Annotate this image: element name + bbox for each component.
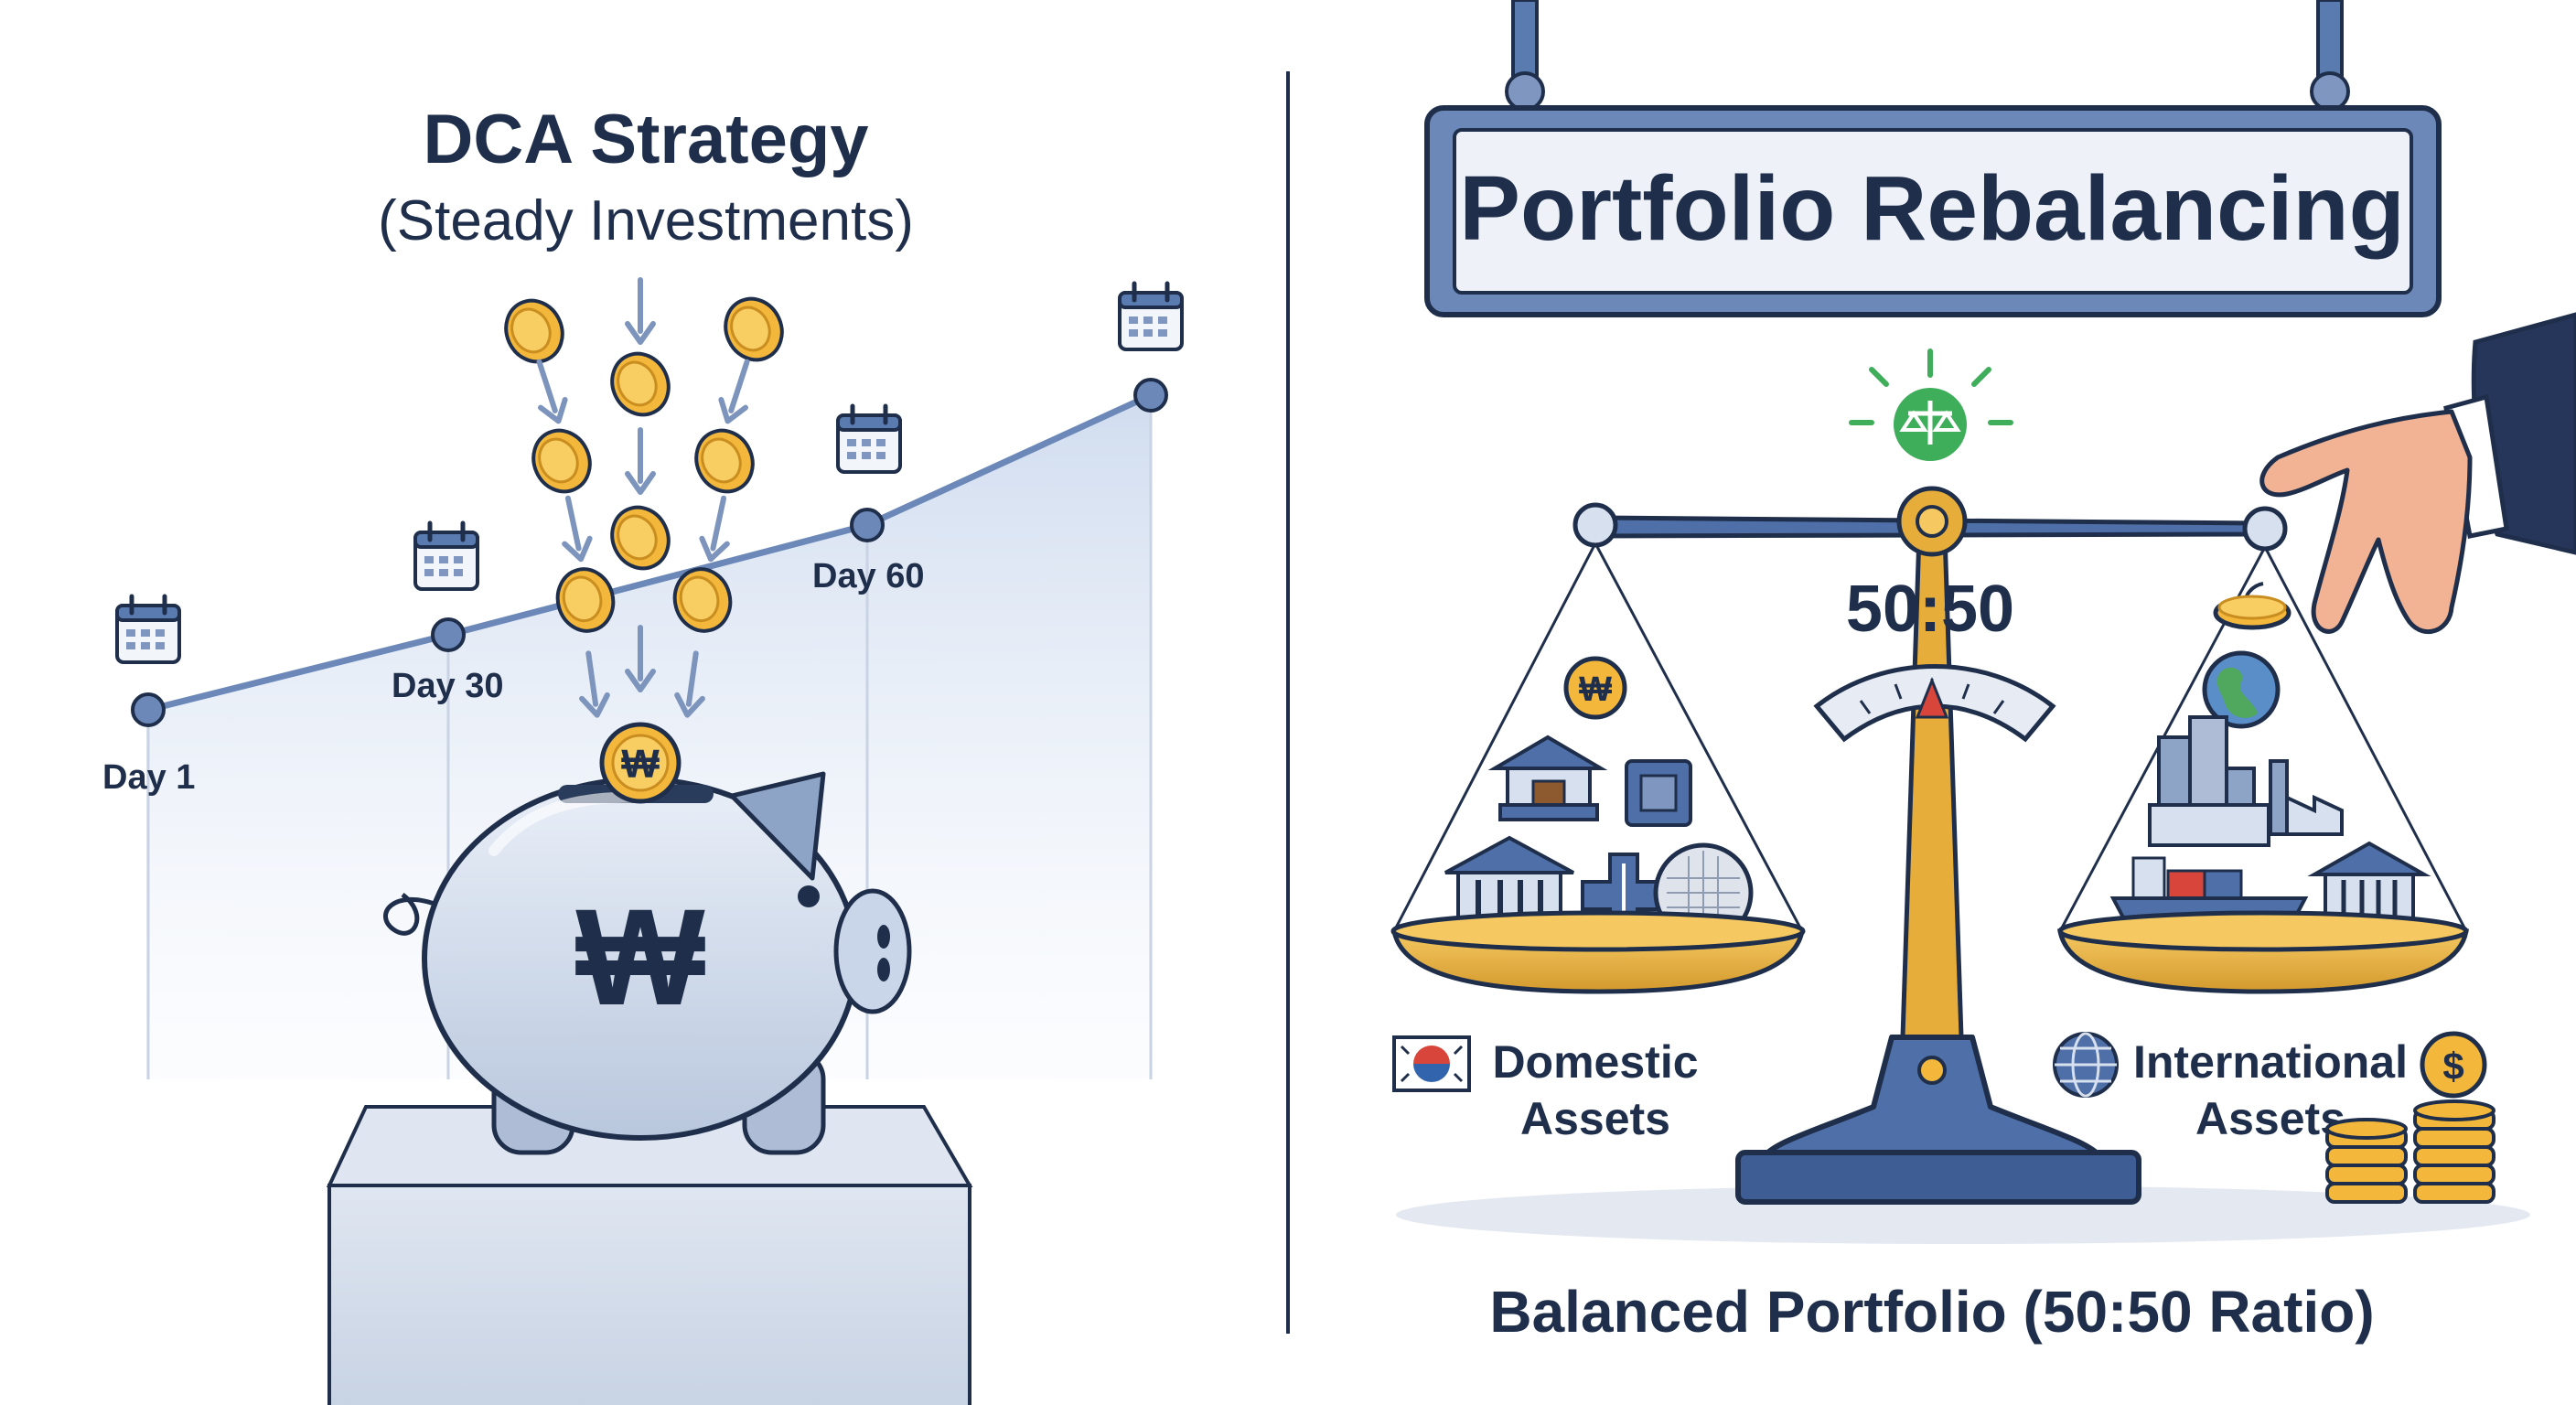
scale-stand	[1735, 531, 2141, 1205]
coin-won-symbol: ₩	[621, 742, 660, 787]
coin-icon	[600, 342, 681, 426]
chip-icon	[1625, 759, 1692, 827]
coin-icon	[714, 287, 794, 371]
down-arrow-icon	[698, 496, 736, 562]
coin-icon	[521, 419, 602, 503]
title-sign: Portfolio Rebalancing	[1424, 0, 2442, 317]
right-scale-pan	[2056, 910, 2470, 994]
calendar-icon	[1120, 284, 1182, 349]
timeline-point	[850, 508, 885, 542]
city-icon	[2148, 715, 2270, 847]
piggy-won-symbol: ₩	[575, 880, 705, 1034]
factory-icon	[2269, 759, 2344, 836]
domestic-label-line1: Domestic	[1492, 1036, 1698, 1088]
balance-scale-icon	[1849, 349, 2013, 461]
coin-icon	[684, 419, 765, 503]
ground-shadow	[1396, 1185, 2530, 1244]
coin-icon	[600, 496, 681, 580]
international-assets-group	[2109, 650, 2431, 935]
piggy-bank-icon: ₩ ₩	[383, 722, 912, 1155]
timeline-label-day60: Day 60	[812, 557, 925, 595]
timeline-point	[1133, 378, 1168, 413]
down-arrow-icon	[715, 358, 759, 424]
timeline-point	[431, 617, 466, 652]
calendar-icon	[415, 523, 478, 589]
ratio-label: 50:50	[1846, 573, 2014, 646]
scale-beam	[1572, 486, 2288, 557]
timeline-label-day1: Day 1	[102, 758, 195, 797]
balanced-portfolio-caption: Balanced Portfolio (50:50 Ratio)	[1489, 1279, 2374, 1345]
dca-title: DCA Strategy	[423, 101, 868, 178]
korea-flag-icon	[1392, 1035, 1471, 1092]
growth-trend-line	[147, 391, 1153, 713]
dollar-coin-icon	[2420, 1031, 2487, 1099]
international-label-line1: International	[2133, 1036, 2408, 1088]
calendar-icon	[838, 406, 900, 472]
down-arrow-icon	[527, 358, 571, 424]
hand-icon	[2213, 312, 2576, 634]
gauge-icon	[1813, 664, 2056, 743]
rebalancing-title: Portfolio Rebalancing	[1459, 157, 2404, 260]
timeline-point	[131, 692, 166, 727]
palace-icon	[1487, 735, 1608, 821]
international-label-line2: Assets	[2195, 1093, 2345, 1144]
down-arrow-icon	[555, 496, 594, 562]
domestic-assets-group: ₩	[1444, 656, 1754, 943]
globe-icon	[2202, 650, 2281, 729]
won-coin-icon	[1563, 656, 1627, 720]
left-scale-pan	[1390, 910, 1806, 994]
dca-panel: Day 1 Day 30 Day 60 DCA Strategy (Steady…	[102, 101, 1182, 1405]
down-arrow-icon	[628, 430, 653, 492]
down-arrow-icon	[628, 280, 653, 342]
calendar-icon	[117, 596, 179, 662]
rebalancing-panel: Portfolio Rebalancing	[1390, 0, 2576, 1345]
pedestal	[326, 1105, 973, 1405]
globe-icon	[2053, 1032, 2119, 1098]
timeline-label-day30: Day 30	[392, 667, 504, 705]
coin-stack-icon	[2325, 1099, 2496, 1204]
dollar-coin-symbol: $	[2442, 1045, 2463, 1088]
dca-subtitle: (Steady Investments)	[378, 189, 914, 252]
won-coin-symbol: ₩	[1579, 670, 1612, 709]
coin-icon	[494, 289, 574, 373]
domestic-label-line2: Assets	[1520, 1093, 1670, 1144]
